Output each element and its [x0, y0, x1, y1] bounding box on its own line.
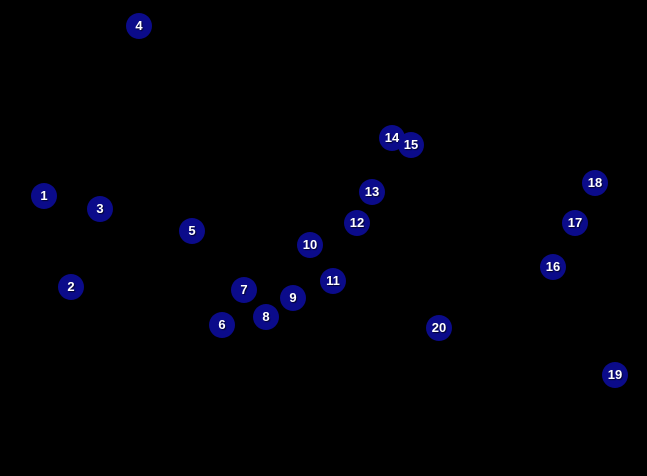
numbered-mark-20[interactable]: 20	[426, 315, 452, 341]
numbered-mark-10[interactable]: 10	[297, 232, 323, 258]
numbered-mark-5[interactable]: 5	[179, 218, 205, 244]
numbered-mark-12[interactable]: 12	[344, 210, 370, 236]
numbered-mark-15[interactable]: 15	[398, 132, 424, 158]
numbered-mark-17[interactable]: 17	[562, 210, 588, 236]
numbered-mark-3[interactable]: 3	[87, 196, 113, 222]
numbered-mark-2[interactable]: 2	[58, 274, 84, 300]
numbered-mark-11[interactable]: 11	[320, 268, 346, 294]
numbered-mark-13[interactable]: 13	[359, 179, 385, 205]
numbered-mark-1[interactable]: 1	[31, 183, 57, 209]
numbered-mark-4[interactable]: 4	[126, 13, 152, 39]
numbered-mark-18[interactable]: 18	[582, 170, 608, 196]
numbered-mark-16[interactable]: 16	[540, 254, 566, 280]
numbered-mark-7[interactable]: 7	[231, 277, 257, 303]
numbered-mark-8[interactable]: 8	[253, 304, 279, 330]
numbered-mark-19[interactable]: 19	[602, 362, 628, 388]
numbered-mark-6[interactable]: 6	[209, 312, 235, 338]
numbered-mark-9[interactable]: 9	[280, 285, 306, 311]
